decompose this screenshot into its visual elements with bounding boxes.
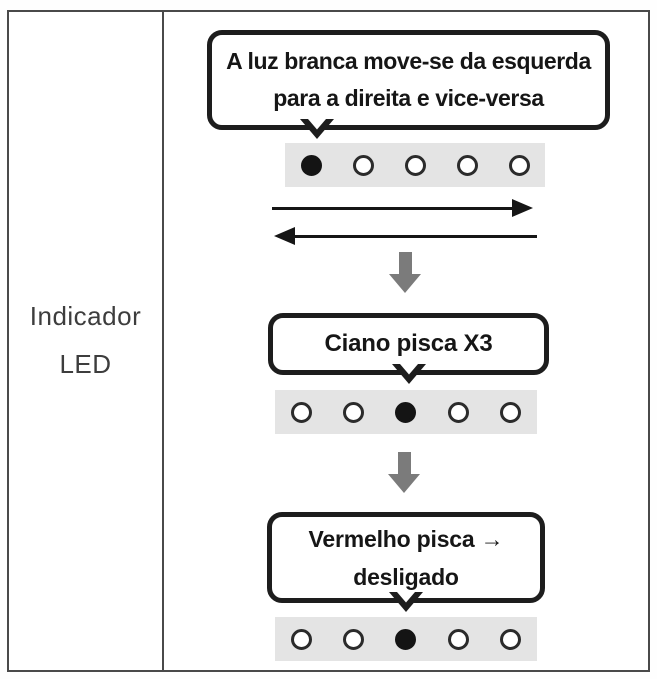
led-strip-row <box>285 143 545 187</box>
led-off-dot <box>447 628 469 650</box>
callout-white-light-line1: A luz branca move-se da esquerda <box>226 48 591 74</box>
arrow-line <box>272 206 512 210</box>
callout-tail-icon <box>391 364 426 384</box>
callout-white-light-line2: para a direita e vice-versa <box>273 85 544 111</box>
down-arrow-icon <box>389 252 421 293</box>
led-off-dot <box>343 401 365 423</box>
led-on-dot <box>395 628 417 650</box>
row-header-label-indicador: Indicador <box>29 301 142 331</box>
led-off-dot <box>352 154 374 176</box>
led-off-dot <box>456 154 478 176</box>
callout-red-blink-line2: desligado <box>353 563 459 590</box>
callout-red-blink-line1: Vermelho pisca → <box>308 525 504 552</box>
callout-cyan-blink: Ciano pisca X3 <box>268 313 549 384</box>
led-on-dot <box>395 401 417 423</box>
led-strip-row <box>275 390 537 434</box>
arrow-head <box>274 227 295 245</box>
callout-tail-icon <box>389 592 423 612</box>
led-off-dot <box>290 628 312 650</box>
row-header-cell: Indicador LED <box>9 10 162 670</box>
led-off-dot <box>500 628 522 650</box>
led-off-dot <box>447 401 469 423</box>
led-off-dot <box>500 401 522 423</box>
led-off-dot <box>508 154 530 176</box>
callout-white-light-sweep: A luz branca move-se da esquerda para a … <box>207 30 610 139</box>
callout-red-blink-off: Vermelho pisca → desligado <box>267 512 545 612</box>
callout-cyan-blink-text: Ciano pisca X3 <box>324 330 493 357</box>
down-arrow-stem <box>397 452 411 474</box>
led-off-dot <box>343 628 365 650</box>
led-off-dot <box>404 154 426 176</box>
table-column-divider <box>162 10 164 672</box>
arrow-left-icon <box>274 227 537 245</box>
led-off-dot <box>290 401 312 423</box>
led-on-dot <box>300 154 322 176</box>
down-arrow-head <box>388 474 420 493</box>
arrow-head <box>512 199 533 217</box>
down-arrow-head <box>389 274 421 293</box>
down-arrow-icon <box>388 452 420 493</box>
arrow-line <box>295 234 537 238</box>
arrow-right-icon <box>272 199 533 217</box>
callout-tail-icon <box>300 119 334 139</box>
down-arrow-stem <box>398 252 412 274</box>
row-header-label-led: LED <box>59 349 112 379</box>
led-strip-row <box>275 617 537 661</box>
